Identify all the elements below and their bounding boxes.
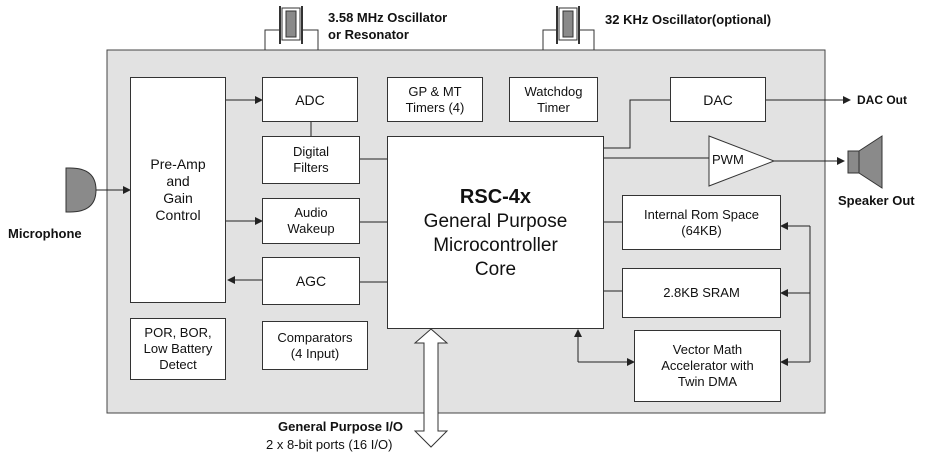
microphone-label: Microphone <box>8 226 82 241</box>
pwm-label: PWM <box>712 152 744 167</box>
digital-filters-block: Digital Filters <box>262 136 360 184</box>
por-bor-block: POR, BOR, Low Battery Detect <box>130 318 226 380</box>
gpio-bus-arrow <box>413 328 449 448</box>
oscillator-3-58mhz-symbol <box>264 6 319 50</box>
preamp-block: Pre-Amp and Gain Control <box>130 77 226 303</box>
watchdog-block: Watchdog Timer <box>509 77 598 122</box>
gpio-subtitle: 2 x 8-bit ports (16 I/O) <box>266 437 393 452</box>
adc-block: ADC <box>262 77 358 122</box>
core-subtitle: General Purpose Microcontroller Core <box>423 210 568 280</box>
gpio-title: General Purpose I/O <box>278 419 403 434</box>
speaker-icon <box>847 135 883 189</box>
pwm-amplifier-shape <box>708 135 776 187</box>
sram-block: 2.8KB SRAM <box>622 268 781 318</box>
core-title: RSC-4x <box>459 185 532 208</box>
speaker-out-label: Speaker Out <box>838 193 915 208</box>
core-block: RSC-4x General Purpose Microcontroller C… <box>387 136 604 329</box>
timers-block: GP & MT Timers (4) <box>387 77 483 122</box>
agc-block: AGC <box>262 257 360 305</box>
vector-math-block: Vector Math Accelerator with Twin DMA <box>634 330 781 402</box>
microphone-icon <box>65 167 97 213</box>
secondary-oscillator-label: 32 KHz Oscillator(optional) <box>605 12 772 27</box>
internal-rom-block: Internal Rom Space (64KB) <box>622 195 781 250</box>
audio-wakeup-block: Audio Wakeup <box>262 198 360 244</box>
dac-block: DAC <box>670 77 766 122</box>
main-oscillator-label: 3.58 MHz Oscillator or Resonator <box>328 10 448 42</box>
comparators-block: Comparators (4 Input) <box>262 321 368 370</box>
dac-out-label: DAC Out <box>857 93 907 107</box>
oscillator-32khz-symbol <box>542 6 595 50</box>
